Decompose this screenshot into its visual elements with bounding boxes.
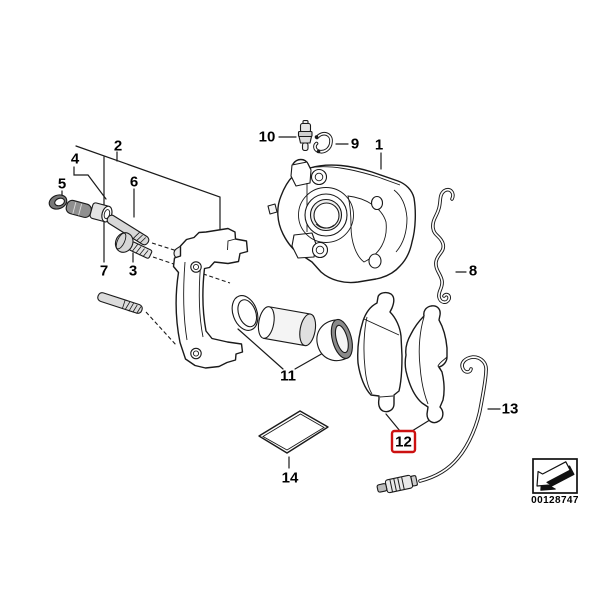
wear-sensor-part — [376, 355, 488, 494]
callout-14[interactable]: 14 — [282, 470, 299, 487]
highlighted-callout-12[interactable]: 12 — [390, 429, 417, 454]
cap-plug-part — [48, 194, 68, 210]
brake-pads-part — [357, 291, 448, 424]
callout-4[interactable]: 4 — [71, 151, 80, 168]
callout-8[interactable]: 8 — [469, 263, 477, 280]
callout-12[interactable]: 12 — [395, 434, 412, 451]
stamp-number: 00128747 — [531, 495, 579, 506]
callout-7[interactable]: 7 — [100, 263, 108, 280]
callout-5[interactable]: 5 — [58, 176, 66, 193]
grease-packet-part — [258, 410, 329, 454]
guide-bush-part — [65, 199, 113, 223]
callout-11[interactable]: 11 — [280, 368, 296, 385]
mounting-bolt-part — [114, 232, 153, 259]
retaining-clip-part — [313, 131, 333, 154]
callout-6[interactable]: 6 — [130, 174, 138, 191]
anti-rattle-spring-part — [431, 187, 455, 304]
callout-10[interactable]: 10 — [259, 129, 276, 146]
callout-13[interactable]: 13 — [502, 401, 519, 418]
piston-repair-kit-part — [231, 295, 353, 362]
brake-caliper-part — [267, 158, 417, 284]
callout-9[interactable]: 9 — [351, 136, 359, 153]
guide-pin-lower-part — [97, 292, 143, 314]
highlight-box[interactable] — [390, 429, 417, 454]
callout-1[interactable]: 1 — [375, 137, 383, 154]
callout-3[interactable]: 3 — [129, 263, 137, 280]
callout-2[interactable]: 2 — [114, 138, 122, 155]
bleeder-screw-part — [297, 119, 313, 152]
alignment-line — [145, 311, 178, 347]
direction-arrow-icon — [536, 461, 575, 491]
diagram-stamp: 00128747 — [531, 458, 579, 506]
callout-labels: 1 2 3 4 5 6 7 8 9 10 11 13 14 — [58, 129, 519, 487]
caliper-carrier-part — [172, 227, 249, 369]
